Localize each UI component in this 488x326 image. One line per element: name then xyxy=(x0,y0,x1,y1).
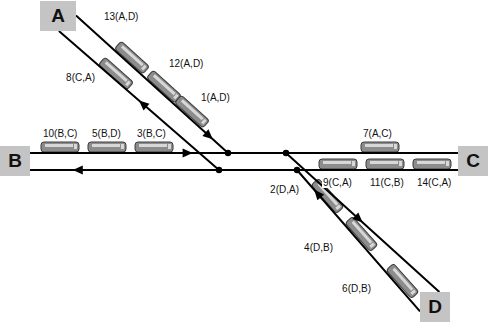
terminal-box: D xyxy=(420,292,450,322)
direction-arrow xyxy=(314,190,324,200)
train-label: 13(A,D) xyxy=(103,11,139,22)
train-label: 10(B,C) xyxy=(42,128,78,139)
terminal-letter: A xyxy=(51,5,65,27)
train-label: 7(A,C) xyxy=(362,128,393,139)
terminal-box: A xyxy=(40,1,76,31)
terminal-box: C xyxy=(458,146,488,176)
train xyxy=(41,142,79,152)
direction-arrow xyxy=(202,129,212,139)
train-label: 3(B,C) xyxy=(136,128,167,139)
train-label: 11(C,B) xyxy=(369,177,405,188)
terminal-letter: D xyxy=(428,296,442,318)
terminal-box: B xyxy=(0,146,30,176)
train-label: 4(D,B) xyxy=(303,242,334,253)
direction-arrow xyxy=(183,149,193,158)
train-label: 8(C,A) xyxy=(65,72,96,83)
train-label: 12(A,D) xyxy=(168,58,204,69)
terminal-letter: C xyxy=(466,150,480,172)
train xyxy=(147,70,182,103)
train xyxy=(361,142,399,152)
train-label: 9(C,A) xyxy=(322,177,353,188)
rail-track xyxy=(59,31,420,311)
train xyxy=(366,159,404,169)
train-label: 5(B,D) xyxy=(91,128,122,139)
train xyxy=(319,159,357,169)
direction-arrow xyxy=(73,166,83,175)
direction-arrow xyxy=(352,212,362,222)
train xyxy=(413,159,451,169)
train xyxy=(88,142,126,152)
train xyxy=(135,142,173,152)
train-label: 14(C,A) xyxy=(416,177,452,188)
direction-arrow xyxy=(139,101,150,111)
terminal-letter: B xyxy=(8,150,22,172)
train xyxy=(115,41,150,74)
rail-track xyxy=(76,16,439,292)
train-label: 2(D,A) xyxy=(269,184,300,195)
train-label: 1(A,D) xyxy=(200,92,231,103)
train-label: 6(D,B) xyxy=(341,283,372,294)
